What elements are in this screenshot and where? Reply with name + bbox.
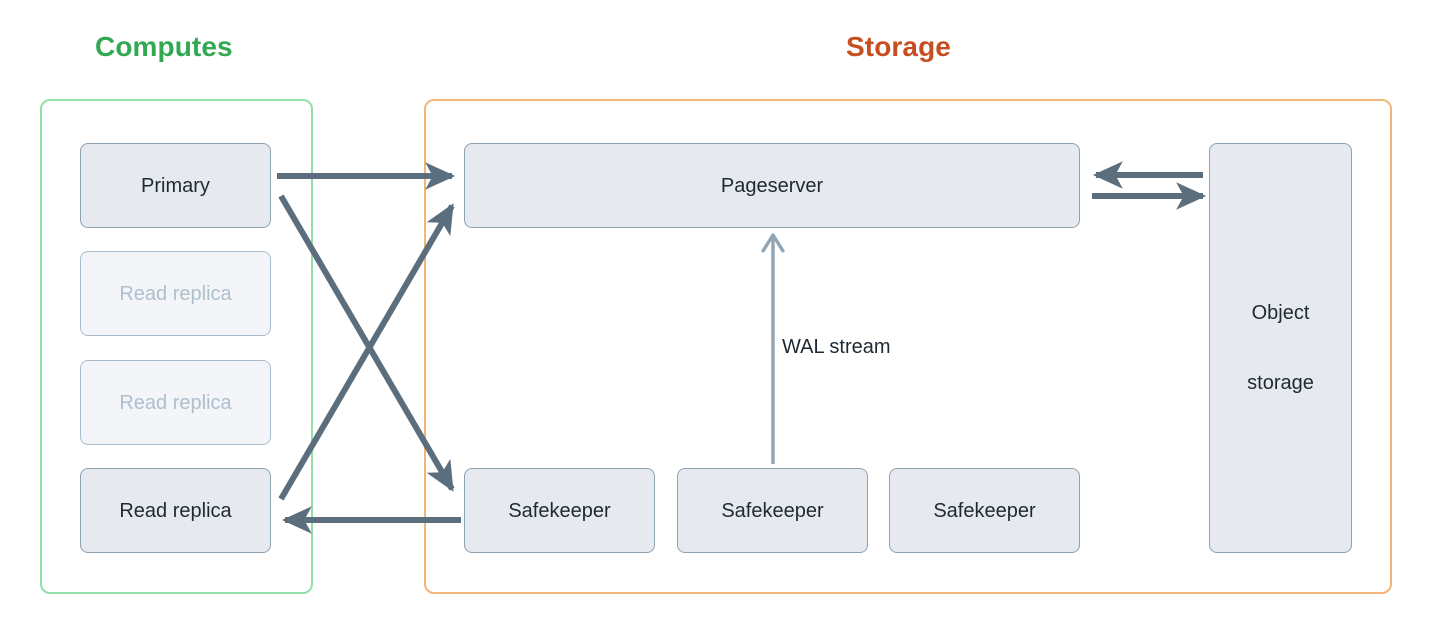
- node-safekeeper-2[interactable]: Safekeeper: [677, 468, 868, 553]
- object-storage-label-line1: Object: [1251, 302, 1310, 324]
- node-read-replica-3[interactable]: Read replica: [80, 468, 271, 553]
- node-object-storage[interactable]: Object storage: [1209, 143, 1352, 553]
- node-safekeeper-3[interactable]: Safekeeper: [889, 468, 1080, 553]
- node-pageserver[interactable]: Pageserver: [464, 143, 1080, 228]
- node-primary[interactable]: Primary: [80, 143, 271, 228]
- wal-stream-label: WAL stream: [782, 336, 891, 358]
- storage-group-title: Storage: [846, 31, 951, 62]
- object-storage-label-line2: storage: [1247, 372, 1314, 394]
- computes-group-title: Computes: [95, 31, 233, 62]
- node-safekeeper-1[interactable]: Safekeeper: [464, 468, 655, 553]
- node-read-replica-2[interactable]: Read replica: [80, 360, 271, 445]
- node-read-replica-1[interactable]: Read replica: [80, 251, 271, 336]
